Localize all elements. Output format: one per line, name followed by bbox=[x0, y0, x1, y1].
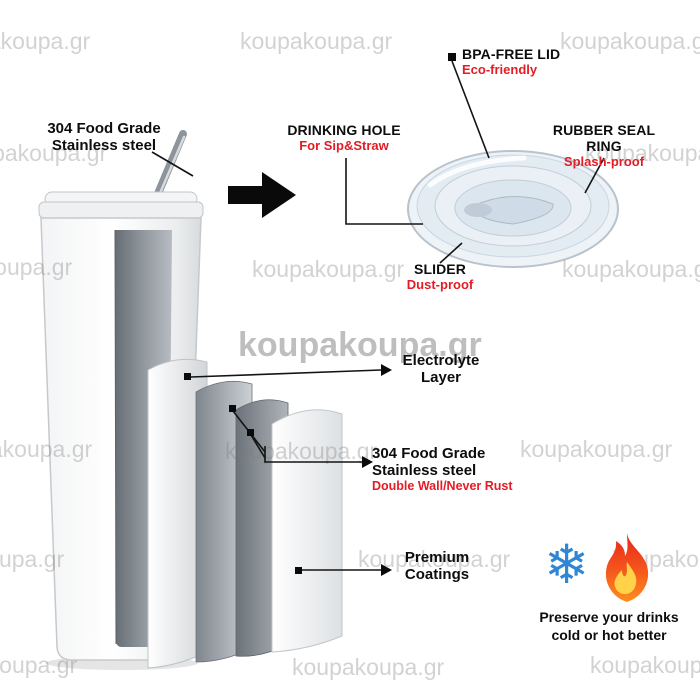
callout-electrolyte-layer: Electrolyte Layer bbox=[395, 352, 487, 386]
watermark: koupakoupa.gr bbox=[560, 28, 700, 54]
watermark: koupakoupa.gr bbox=[590, 652, 700, 678]
lid-slider-part bbox=[472, 196, 554, 225]
callout-slider: SLIDER Dust-proof bbox=[403, 261, 477, 293]
slider-subtitle: Dust-proof bbox=[406, 276, 474, 292]
footer-line2: cold or hot better bbox=[551, 627, 667, 644]
bpa-title: BPA-FREE LID bbox=[462, 46, 561, 62]
drinking-hole-title: DRINKING HOLE bbox=[287, 122, 401, 138]
flame-icon bbox=[605, 533, 649, 602]
drinking-hole-subtitle: For Sip&Straw bbox=[299, 137, 389, 153]
steel-subtitle: Double Wall/Never Rust bbox=[372, 479, 513, 494]
arrowhead-icon bbox=[381, 564, 392, 576]
electrolyte-line2: Layer bbox=[420, 369, 462, 387]
seal-ring-title: RUBBER SEAL RING bbox=[552, 122, 656, 154]
callout-steel-wall: 304 Food Grade Stainless steel Double Wa… bbox=[372, 445, 513, 493]
steel-line1: 304 Food Grade bbox=[372, 445, 486, 462]
material-label: 304 Food Grade Stainless steel bbox=[38, 120, 170, 154]
wall-layers-illustration bbox=[147, 358, 343, 669]
lid-drinking-hole bbox=[464, 203, 492, 217]
watermark: koupakoupa.gr bbox=[0, 28, 91, 54]
material-label-line1: 304 Food Grade bbox=[47, 120, 161, 137]
callout-premium-coatings: Premium Coatings bbox=[395, 549, 479, 583]
bpa-subtitle: Eco-friendly bbox=[462, 61, 538, 77]
tumbler-lid-side bbox=[38, 191, 204, 219]
lid-top-view-illustration bbox=[407, 150, 619, 268]
watermark: koupakoupa.gr bbox=[252, 256, 405, 282]
cutaway-edge bbox=[114, 229, 117, 645]
watermark: koupakoupa.gr bbox=[240, 28, 393, 54]
steel-line2: Stainless steel bbox=[372, 462, 477, 480]
callout-drinking-hole: DRINKING HOLE For Sip&Straw bbox=[282, 122, 406, 154]
callout-dot bbox=[448, 53, 456, 61]
right-arrow-icon bbox=[228, 172, 296, 218]
layer-coating bbox=[271, 409, 343, 653]
watermark: koupakoupa.gr bbox=[520, 436, 673, 462]
slider-title: SLIDER bbox=[414, 261, 466, 277]
snowflake-icon: ❄ bbox=[544, 535, 590, 595]
coatings-line2: Coatings bbox=[404, 566, 470, 584]
material-label-line2: Stainless steel bbox=[51, 137, 157, 155]
electrolyte-line1: Electrolyte bbox=[402, 352, 480, 369]
coatings-line1: Premium bbox=[404, 549, 470, 566]
callout-rubber-seal-ring: RUBBER SEAL RING Splash-proof bbox=[534, 122, 674, 170]
seal-ring-subtitle: Splash-proof bbox=[563, 153, 645, 169]
footer-text: Preserve your drinks cold or hot better bbox=[538, 608, 680, 644]
footer-line1: Preserve your drinks bbox=[539, 609, 679, 625]
callout-bpa-free-lid: BPA-FREE LID Eco-friendly bbox=[462, 46, 561, 78]
arrowhead-icon bbox=[381, 364, 392, 376]
